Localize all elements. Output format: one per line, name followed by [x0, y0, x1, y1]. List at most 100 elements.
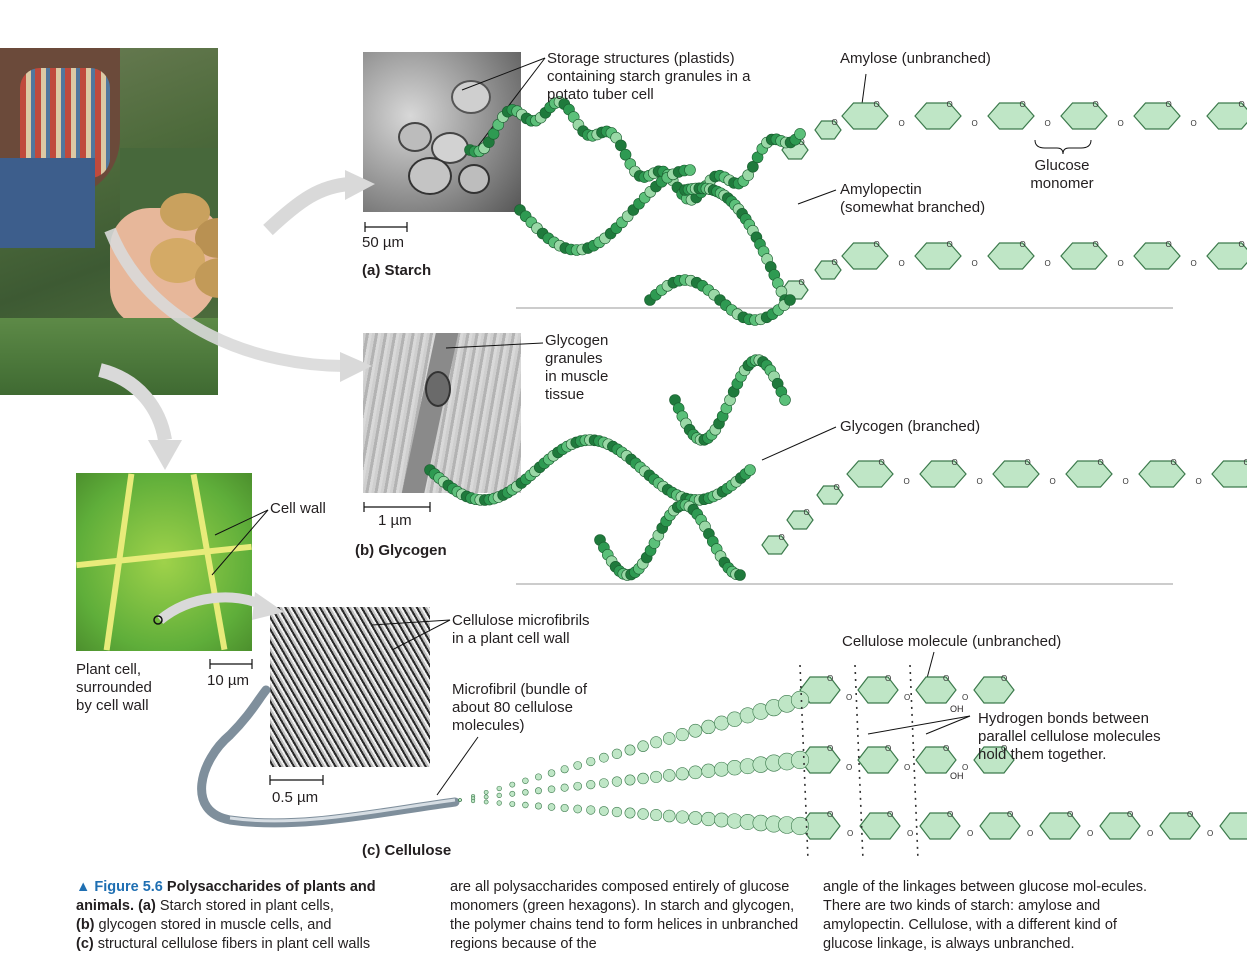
glycogen-ring	[1211, 460, 1247, 488]
cellulose-2-ring	[857, 746, 899, 774]
cellulose-fiber-0-unit	[637, 740, 649, 752]
section-title-cellulose: (c) Cellulose	[362, 842, 452, 859]
cellulose-fiber-2-unit	[470, 798, 476, 804]
cellulose-fiber-2-unit	[790, 816, 810, 836]
amylose-ring-atom: O	[874, 100, 880, 109]
starch-helix-2-unit	[684, 164, 696, 176]
cellulose-3-ring-atom: O	[887, 810, 893, 819]
cellulose-2-ring-atom: O	[943, 744, 949, 753]
starch-helix-1-unit	[487, 128, 500, 140]
glycogen-ring-atom: O	[952, 458, 958, 467]
hydrogen-bond-line	[799, 664, 809, 861]
cellulose-fiber-0-unit	[573, 761, 583, 770]
cellulose-fiber-2-unit	[675, 810, 689, 824]
amylose-ramp-atom: O	[799, 138, 805, 147]
cellulose-fiber-0-unit	[496, 785, 502, 792]
cellulose-fiber-2-unit	[714, 812, 729, 828]
cellulose-3-ring-atom: O	[1187, 810, 1193, 819]
scale-label-50um: 50 µm	[362, 234, 404, 251]
cellulose-3-link: O	[847, 829, 853, 838]
glycogen-ring	[919, 460, 967, 488]
scale-label-10um: 10 µm	[207, 672, 249, 689]
glycogen-ramp	[786, 510, 814, 530]
cellulose-fiber-1-unit	[534, 787, 542, 795]
cellulose-2-link: O	[904, 763, 910, 772]
glycogen-ring	[846, 460, 894, 488]
cellulose-3-ring	[1099, 812, 1141, 840]
cellulose-fiber-0-unit	[560, 765, 569, 774]
cellulose-1-ring-atom: O	[943, 674, 949, 683]
amylose-link: O	[899, 119, 905, 128]
cellulose-3-ring-atom: O	[827, 810, 833, 819]
cellulose-molecule-label: Cellulose molecule (unbranched)	[842, 633, 1062, 650]
cellulose-3-link: O	[1147, 829, 1153, 838]
amylopectin-ring	[1133, 242, 1181, 270]
cellulose-fiber-0-unit	[534, 773, 542, 781]
glycogen-link: O	[1050, 477, 1056, 486]
cellulose-3-ring-atom: O	[947, 810, 953, 819]
cellulose-1-ring-atom: O	[885, 674, 891, 683]
amylopectin-ring-atom: O	[947, 240, 953, 249]
cellulose-fiber-0-unit	[714, 715, 729, 731]
microfibril-bundle-highlight	[229, 798, 456, 823]
amylopectin-ring	[1206, 242, 1247, 270]
cellulose-1-link: O	[904, 693, 910, 702]
hydrogen-bonds-label: Hydrogen bonds between parallel cellulos…	[978, 710, 1161, 763]
cellulose-3-link: O	[907, 829, 913, 838]
glycogen-ring-atom: O	[1171, 458, 1177, 467]
cellulose-fiber-1-unit	[701, 763, 716, 778]
amylose-ring	[914, 102, 962, 130]
glycogen-ring-atom: O	[1025, 458, 1031, 467]
glycogen-ramp-atom: O	[804, 508, 810, 517]
amylopectin-ring	[1060, 242, 1108, 270]
cellulose-3-ring	[979, 812, 1021, 840]
cellulose-fiber-0-unit	[790, 690, 810, 710]
glycogen-link: O	[904, 477, 910, 486]
amylopectin-link: O	[899, 259, 905, 268]
cellulose-1-ring-atom: O	[827, 674, 833, 683]
amylopectin-ramp	[814, 260, 842, 280]
cellulose-fiber-1-unit	[714, 761, 729, 777]
amylopectin-link: O	[1191, 259, 1197, 268]
cellulose-2-ring	[799, 746, 841, 774]
caption-a-text: Starch stored in plant cells,	[159, 898, 334, 914]
cellulose-fiber-1-unit	[598, 778, 609, 788]
cellulose-3-link: O	[967, 829, 973, 838]
amylose-link: O	[972, 119, 978, 128]
amylopectin-ring-atom: O	[874, 240, 880, 249]
cellulose-3-ring	[799, 812, 841, 840]
cellulose-2-ring-atom: O	[827, 744, 833, 753]
amylopectin-ring-atom: O	[1239, 240, 1245, 249]
glycogen-ramp-atom: O	[834, 483, 840, 492]
amylose-link: O	[1191, 119, 1197, 128]
microfibrils-label: Cellulose microfibrils in a plant cell w…	[452, 612, 590, 647]
cellulose-1-ring	[973, 676, 1015, 704]
plant-cell-label: Plant cell, surrounded by cell wall	[76, 661, 152, 714]
cellulose-fiber-1-unit	[522, 789, 529, 796]
amylopectin-ring-atom: O	[1166, 240, 1172, 249]
cellulose-fiber-1-unit	[496, 792, 502, 799]
plastids-label: Storage structures (plastids) containing…	[547, 50, 751, 103]
cellulose-2-ring	[973, 746, 1015, 774]
caption-c-text: structural cellulose fibers in plant cel…	[97, 936, 371, 952]
microfibril-bundle	[197, 685, 460, 828]
cellulose-fiber-1-unit	[662, 769, 676, 782]
amylose-ring	[1060, 102, 1108, 130]
glycogen-ramp-atom: O	[779, 533, 785, 542]
caption-b: (b)	[76, 917, 95, 933]
oh-label-1: OH	[950, 704, 964, 714]
cellulose-3-ring-atom: O	[1007, 810, 1013, 819]
cellulose-fiber-2-unit	[458, 798, 462, 802]
microfibril-bundle-label: Microfibril (bundle of about 80 cellulos…	[452, 681, 588, 734]
cellulose-2-link: O	[846, 763, 852, 772]
cellulose-fiber-2-unit	[509, 801, 516, 807]
caption-col-3: angle of the linkages between glucose mo…	[823, 879, 1148, 952]
amylose-ring-atom: O	[1166, 100, 1172, 109]
amylose-ring-atom: O	[1093, 100, 1099, 109]
starch-helix-1-unit	[794, 128, 806, 140]
cellulose-fiber-1-unit	[637, 772, 649, 785]
amylose-ring	[1206, 102, 1247, 130]
caption-col-1: ▲ Figure 5.6 Polysaccharides of plants a…	[76, 878, 416, 954]
cellulose-fiber-2-unit	[560, 803, 569, 813]
scale-label-05um: 0.5 µm	[272, 789, 319, 806]
